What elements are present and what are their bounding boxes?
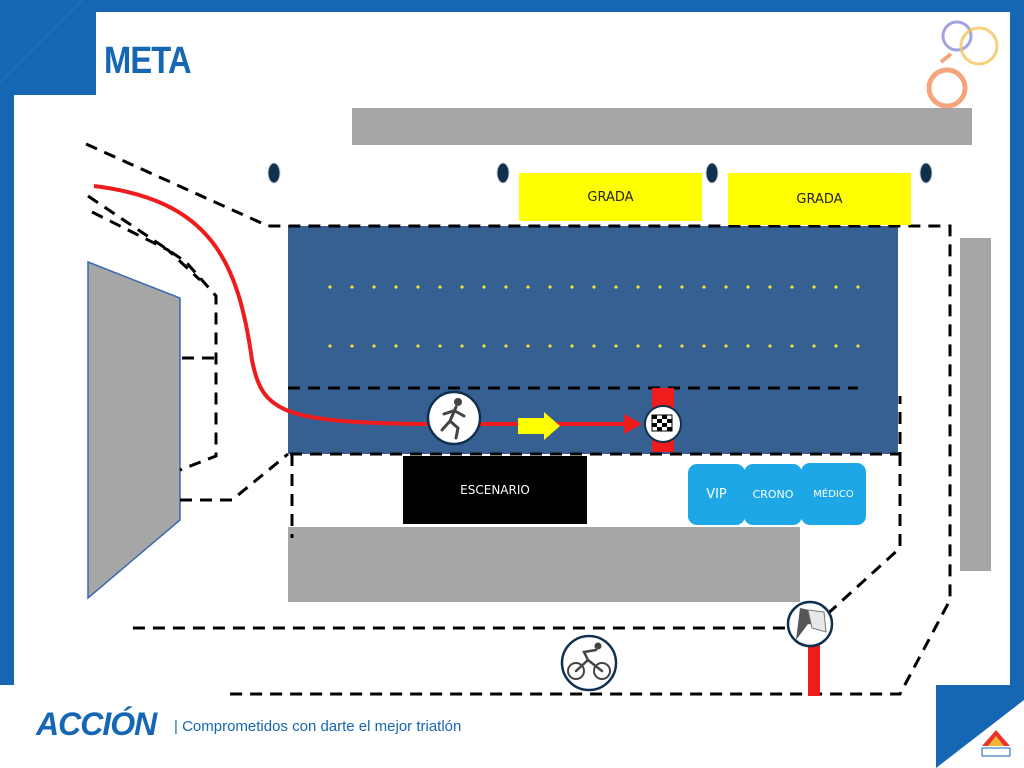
lane-dot [636,285,640,289]
lane-dot [526,285,530,289]
lane-dot [438,344,442,348]
lane-dot [724,344,728,348]
runner-icon [426,390,482,446]
rings-logo-icon [926,20,999,109]
lane-dot [790,344,794,348]
post [919,162,933,184]
lane-dot [372,344,376,348]
lane-dot [526,344,530,348]
cyclist-icon [560,634,618,692]
frame-left-band [0,95,14,685]
escenario-stage: ESCENARIO [403,456,587,524]
lane-dot [834,285,838,289]
lane-dot [504,344,508,348]
bottom-barrier [132,454,902,630]
lane-dot [768,344,772,348]
lower-left-barrier [180,452,289,502]
left-barrier-inner [91,210,202,282]
lane-dot [548,285,552,289]
top-structure [352,108,972,145]
lane-dot [680,344,684,348]
page-title: META [104,40,192,82]
finish-flag-icon [644,405,682,443]
finish-lane [288,226,898,454]
bottom-structure [288,527,800,602]
lane-dot [416,285,420,289]
post [496,162,510,184]
posts [267,162,933,184]
post [267,162,281,184]
grada-right-stand: GRADA [728,173,911,225]
lane-dot [328,344,332,348]
left-barrier-outer [87,194,218,472]
lane-dot [856,285,860,289]
barriers [85,142,952,696]
lane-dot [724,285,728,289]
post [705,162,719,184]
lane-dot [658,344,662,348]
lane-dot [746,285,750,289]
vip-booth: VIP [688,464,745,525]
lane-dot [416,344,420,348]
grada-left-label: GRADA [587,189,634,205]
lane-dot [592,285,596,289]
left-building [87,260,181,600]
vip-label: VIP [706,487,727,502]
lane-dot [438,285,442,289]
lane-dot [702,285,706,289]
transition-flag-icon [786,600,834,648]
grada-left-stand: GRADA [519,173,702,221]
lane-dot [372,285,376,289]
footer-area [0,685,936,768]
lane-dot [636,344,640,348]
crono-label: CRONO [752,488,794,501]
medico-label: MÉDICO [813,488,854,500]
lane-markers [328,285,860,348]
lane-dot [768,285,772,289]
route-arrowhead [624,414,642,434]
lane-dot [746,344,750,348]
lane-dot [570,285,574,289]
lane-dot [614,285,618,289]
lane-dot [790,285,794,289]
footer-brand: ACCIÓN [36,706,157,742]
lane-dot [350,344,354,348]
triathlon-logo-icon [981,730,1011,757]
grada-right-label: GRADA [796,191,843,207]
lane-dot [834,344,838,348]
frame-right-band [1010,12,1024,692]
lane-dot [350,285,354,289]
lane-dot [460,344,464,348]
lane-dot [548,344,552,348]
frame-top-band [0,0,1024,95]
crono-booth: CRONO [744,464,802,525]
lane-dot [592,344,596,348]
lane-dot [504,285,508,289]
lane-dot [570,344,574,348]
lane-dot [680,285,684,289]
lane-dot [328,285,332,289]
outer-barrier [85,142,952,696]
lane-dot [394,285,398,289]
lane-dot [394,344,398,348]
lane-dot [812,285,816,289]
lane-dot [482,344,486,348]
lane-dot [614,344,618,348]
right-structure [960,238,991,571]
escenario-label: ESCENARIO [460,483,530,497]
lane-dot [658,285,662,289]
medico-booth: MÉDICO [801,463,866,525]
lane-dot [460,285,464,289]
route-line [93,184,636,426]
header-area [96,12,1010,95]
lane-dot [702,344,706,348]
lane-dot [856,344,860,348]
footer-slogan: | Comprometidos con darte el mejor triat… [174,718,462,735]
lane-dot [812,344,816,348]
lane-dot [482,285,486,289]
direction-arrow-icon [518,412,560,440]
